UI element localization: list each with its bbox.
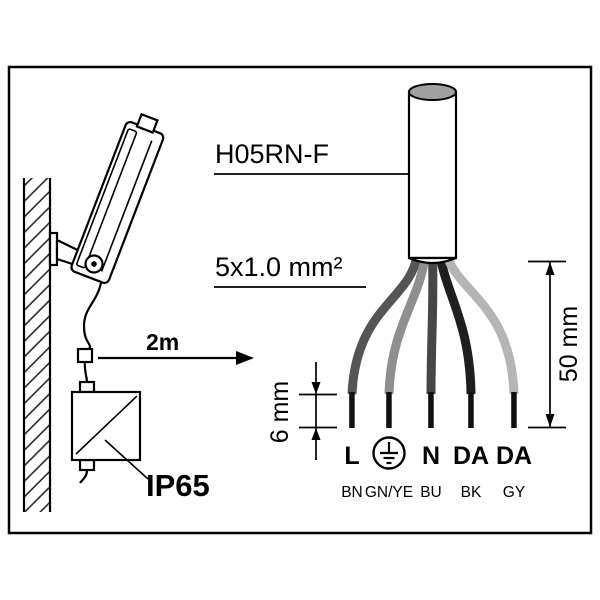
- cable-length-label: 2m: [146, 329, 179, 355]
- terminal-label-l: L: [344, 442, 359, 470]
- dim6-label: 6 mm: [266, 381, 294, 444]
- wire-2-gnye: [384, 255, 430, 395]
- wire-5-gy: [442, 254, 519, 395]
- cable-type-label: H05RN-F: [215, 139, 329, 169]
- conductor-fan: [347, 254, 519, 395]
- dim6-arrow-up: [311, 428, 321, 440]
- wire-4-bk: [435, 255, 476, 395]
- wire-3-bu: [426, 255, 438, 395]
- protective-earth-icon: [372, 436, 406, 470]
- code-bu: BU: [420, 484, 442, 501]
- floodlight-back-line: [100, 140, 153, 272]
- wall: [22, 178, 52, 512]
- wire-tips: [349, 392, 517, 428]
- ip-rating-label: IP65: [146, 468, 210, 503]
- code-gy: GY: [503, 484, 525, 501]
- cable-jacket-opening: [408, 256, 457, 265]
- floodlight-lens: [76, 128, 138, 269]
- cable-length-callout: 2m: [98, 329, 254, 365]
- wire-color-codes: BN GN/YE BU BK GY: [341, 484, 525, 501]
- wire-tip-1: [349, 392, 355, 428]
- wire-tip-2: [386, 392, 392, 428]
- wall-hatch: [24, 178, 50, 512]
- code-bn: BN: [341, 484, 363, 501]
- mains-cable: [407, 83, 458, 265]
- floodlight-top-stub: [135, 112, 159, 134]
- dim50-arrow-down: [545, 414, 555, 427]
- wire-tip-4: [468, 392, 474, 428]
- terminal-label-da2: DA: [496, 442, 532, 470]
- cord-connector: [76, 347, 94, 364]
- junction-box: IP65: [70, 380, 210, 503]
- cord-upper-segment: [82, 282, 103, 350]
- terminal-label-n: N: [422, 442, 440, 470]
- code-bk: BK: [461, 484, 482, 501]
- box-gland-bottom: [78, 458, 96, 472]
- terminal-labels: L N DA DA: [344, 436, 532, 470]
- cable-jacket: [407, 90, 458, 260]
- wire-tip-5: [511, 392, 517, 428]
- length-arrow-head: [236, 351, 254, 365]
- dimension-6mm: 6 mm: [266, 362, 337, 460]
- cable-type-callout: H05RN-F: [214, 139, 409, 175]
- conductor-spec-callout: 5x1.0 mm²: [214, 252, 366, 288]
- terminal-label-da1: DA: [453, 442, 489, 470]
- cable-cut-end-cap: [408, 83, 457, 101]
- power-cord: [76, 282, 103, 384]
- box-gland-top: [78, 380, 96, 394]
- earth-symbol-circle: [372, 436, 406, 470]
- code-gnye: GN/YE: [365, 484, 413, 501]
- conductor-spec-label: 5x1.0 mm²: [215, 252, 343, 282]
- dim50-arrow-up: [545, 262, 555, 275]
- dim6-arrow-down: [311, 382, 321, 394]
- pivot-bolt-center: [91, 261, 97, 267]
- box-bottom-tail: [79, 469, 89, 484]
- wire-tip-3: [428, 392, 434, 428]
- wire-1-bn: [347, 255, 422, 395]
- ip-rating-leader: [104, 439, 149, 480]
- box-lid-diagonal: [75, 395, 138, 455]
- floodlight: [70, 112, 165, 284]
- dimension-50mm: 50 mm: [528, 260, 583, 429]
- dim50-label: 50 mm: [555, 306, 583, 382]
